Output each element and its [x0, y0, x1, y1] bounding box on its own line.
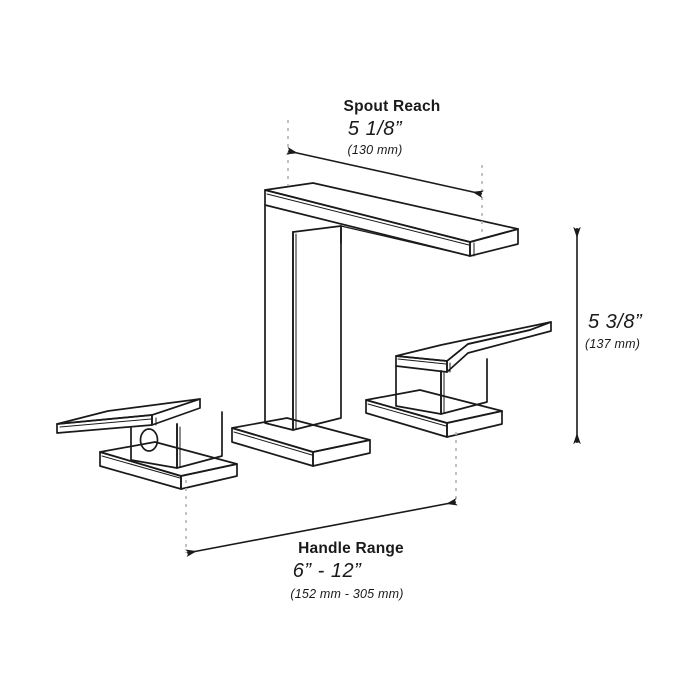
left-handle-body	[130, 411, 223, 469]
height-value-metric: (137 mm)	[585, 337, 641, 351]
right-handle-lever	[395, 321, 552, 373]
handle-range-label: Handle Range	[298, 540, 404, 557]
spout-reach-dimension-arrow	[286, 147, 484, 198]
left-handle-base-plate	[99, 441, 238, 490]
spout-column	[264, 204, 342, 431]
spout-reach-value-metric: (130 mm)	[347, 143, 403, 157]
right-handle	[365, 321, 552, 438]
left-handle-lever	[56, 398, 201, 434]
handle-range-value-imperial: 6” - 12”	[292, 560, 362, 582]
handle-range-dimension-arrow	[185, 498, 458, 557]
left-handle	[56, 398, 238, 490]
height-value-imperial: 5 3/8”	[588, 311, 643, 333]
dimension-guides	[185, 120, 581, 557]
right-handle-body	[395, 358, 488, 415]
handle-range-value-metric: (152 mm - 305 mm)	[290, 587, 404, 601]
spout-reach-label: Spout Reach	[343, 98, 441, 115]
faucet-body-group	[56, 182, 552, 490]
spout-reach-value-imperial: 5 1/8”	[347, 118, 403, 140]
right-handle-base-plate	[365, 389, 503, 438]
spout-base-plate	[231, 417, 371, 467]
handle-screw-hole	[139, 428, 159, 452]
